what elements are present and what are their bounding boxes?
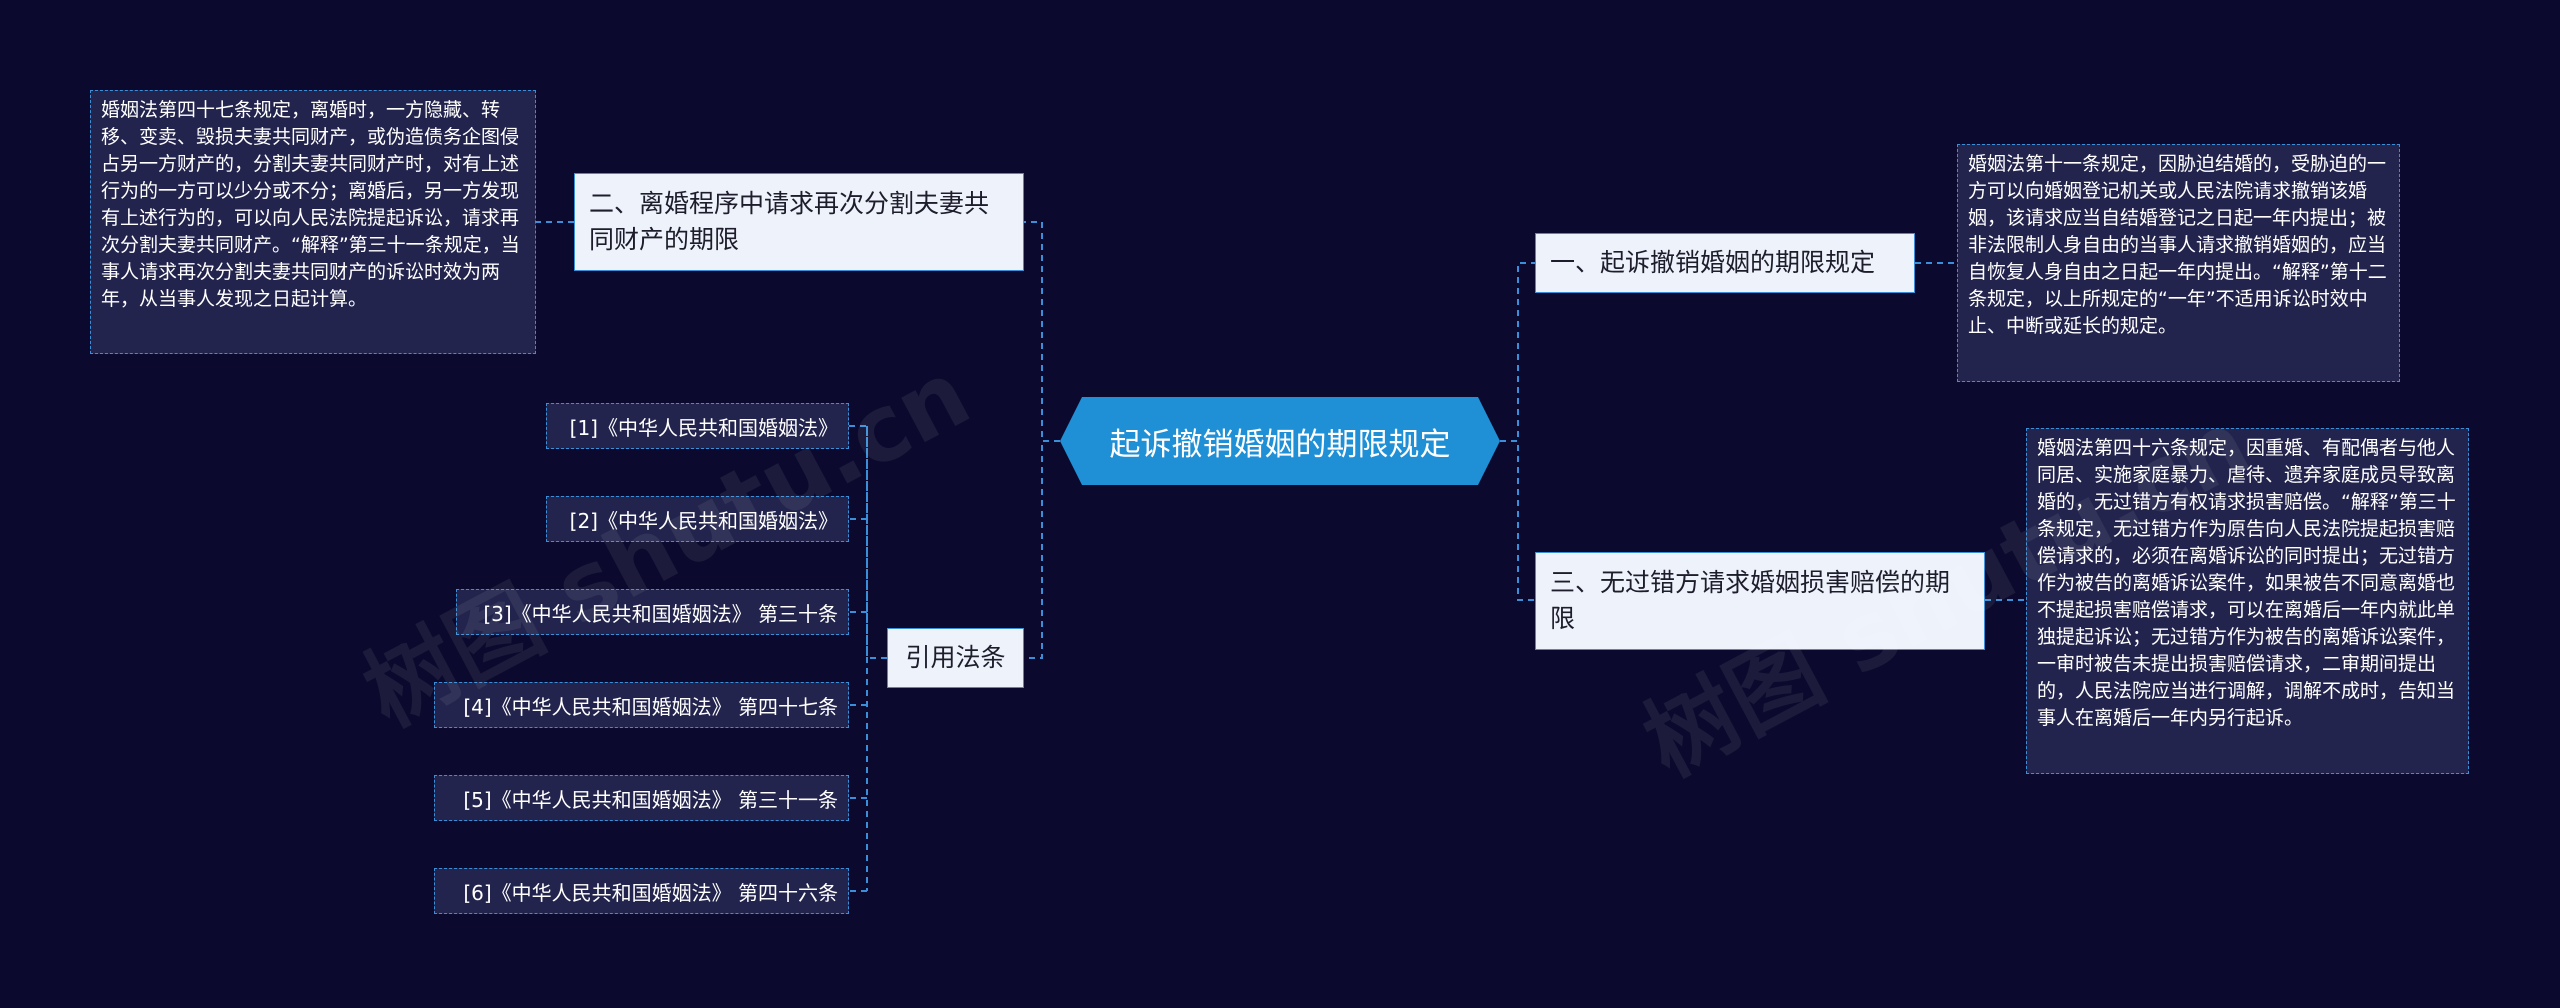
branch-revoke-marriage-deadline[interactable]: 一、起诉撤销婚姻的期限规定	[1535, 233, 1915, 293]
branch-label: 一、起诉撤销婚姻的期限规定	[1550, 248, 1876, 277]
root-topic-label: 起诉撤销婚姻的期限规定	[1109, 426, 1451, 463]
link-root-branch-refs	[1024, 440, 1060, 659]
ref-label: [5]《中华人民共和国婚姻法》 第三十一条	[463, 787, 838, 812]
link-root-branch3	[1500, 440, 1535, 601]
ref-label: [2]《中华人民共和国婚姻法》	[569, 508, 838, 533]
branch-property-redivision-deadline[interactable]: 二、离婚程序中请求再次分割夫妻共同财产的期限	[574, 173, 1024, 271]
branch-label: 三、无过错方请求婚姻损害赔偿的期限	[1550, 568, 1951, 633]
ref-item-1[interactable]: [1]《中华人民共和国婚姻法》	[546, 403, 849, 449]
branch-damages-claim-deadline[interactable]: 三、无过错方请求婚姻损害赔偿的期限	[1535, 552, 1985, 650]
ref-item-2[interactable]: [2]《中华人民共和国婚姻法》	[546, 496, 849, 542]
branch-label: 引用法条	[905, 643, 1006, 672]
detail-text: 婚姻法第四十七条规定，离婚时，一方隐藏、转移、变卖、毁损夫妻共同财产，或伪造债务…	[101, 99, 520, 310]
ref-label: [3]《中华人民共和国婚姻法》 第三十条	[483, 601, 838, 626]
link-refs	[849, 425, 887, 892]
link-root-branch2	[1024, 221, 1060, 442]
ref-label: [4]《中华人民共和国婚姻法》 第四十七条	[463, 694, 838, 719]
ref-item-6[interactable]: [6]《中华人民共和国婚姻法》 第四十六条	[434, 868, 849, 914]
ref-label: [1]《中华人民共和国婚姻法》	[569, 415, 838, 440]
branch-cited-laws[interactable]: 引用法条	[887, 628, 1024, 688]
branch-label: 二、离婚程序中请求再次分割夫妻共同财产的期限	[589, 189, 990, 254]
root-topic[interactable]: 起诉撤销婚姻的期限规定	[1060, 397, 1500, 485]
ref-item-4[interactable]: [4]《中华人民共和国婚姻法》 第四十七条	[434, 682, 849, 728]
detail-text: 婚姻法第十一条规定，因胁迫结婚的，受胁迫的一方可以向婚姻登记机关或人民法院请求撤…	[1968, 153, 2387, 337]
link-root-branch1	[1500, 262, 1535, 442]
detail-revoke-marriage[interactable]: 婚姻法第十一条规定，因胁迫结婚的，受胁迫的一方可以向婚姻登记机关或人民法院请求撤…	[1957, 144, 2400, 382]
ref-label: [6]《中华人民共和国婚姻法》 第四十六条	[463, 880, 838, 905]
ref-item-5[interactable]: [5]《中华人民共和国婚姻法》 第三十一条	[434, 775, 849, 821]
ref-item-3[interactable]: [3]《中华人民共和国婚姻法》 第三十条	[456, 589, 849, 635]
detail-damages-claim[interactable]: 婚姻法第四十六条规定，因重婚、有配偶者与他人同居、实施家庭暴力、虐待、遗弃家庭成…	[2026, 428, 2469, 774]
detail-text: 婚姻法第四十六条规定，因重婚、有配偶者与他人同居、实施家庭暴力、虐待、遗弃家庭成…	[2037, 437, 2456, 729]
detail-property-redivision[interactable]: 婚姻法第四十七条规定，离婚时，一方隐藏、转移、变卖、毁损夫妻共同财产，或伪造债务…	[90, 90, 536, 354]
